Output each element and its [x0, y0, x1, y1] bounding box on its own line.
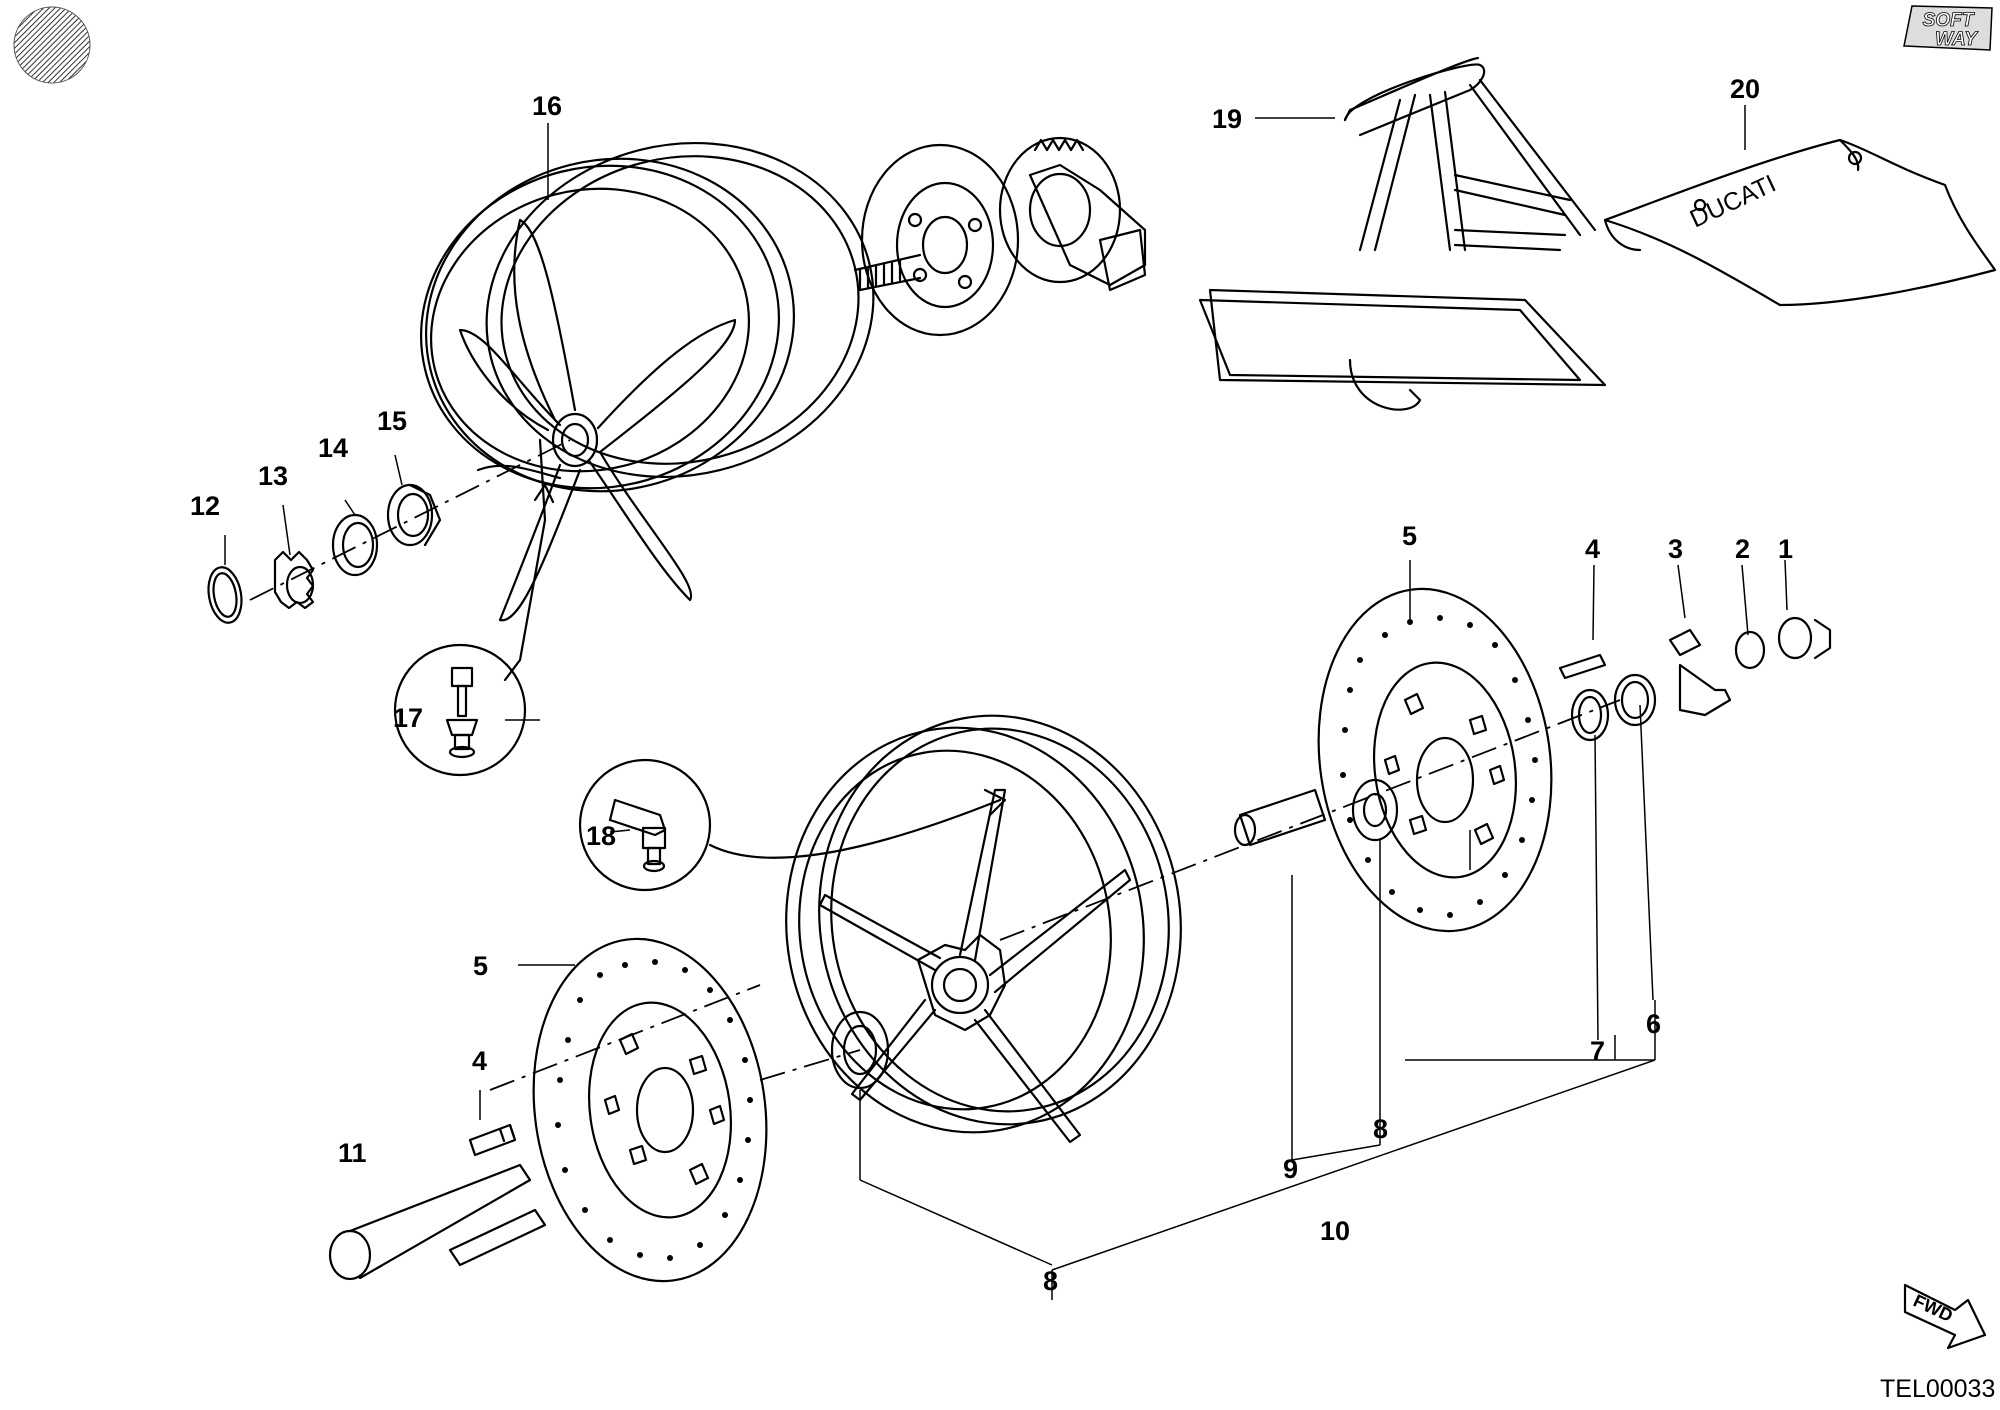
part-label-11: 11: [338, 1138, 367, 1168]
drawing-code: TEL00033: [1880, 1375, 1995, 1403]
front-brake-disc-left: [489, 937, 768, 1283]
part-label-4-left: 4: [472, 1046, 487, 1076]
svg-text:WAY: WAY: [1935, 29, 1979, 50]
part-label-19: 19: [1212, 104, 1242, 134]
valve-callout-18: [578, 758, 1007, 892]
paddock-stand: [1198, 56, 1607, 411]
front-wheel: [759, 699, 1621, 1144]
part-label-16: 16: [532, 91, 562, 121]
part-label-15: 15: [377, 406, 407, 436]
part-label-8-right: 8: [1373, 1114, 1388, 1144]
part-label-14: 14: [318, 433, 348, 463]
leader-lines: [224, 105, 1788, 1300]
part-label-3: 3: [1668, 534, 1683, 564]
part-label-8-bottom: 8: [1043, 1266, 1058, 1296]
part-label-20: 20: [1730, 74, 1760, 104]
rear-hub-sprocket: [853, 136, 1147, 337]
svg-text:SOFT: SOFT: [1923, 10, 1975, 31]
part-label-13: 13: [258, 461, 288, 491]
rear-wheel: [420, 141, 875, 622]
part-label-4-right: 4: [1585, 534, 1600, 564]
part-label-5-left: 5: [473, 951, 488, 981]
part-label-18: 18: [586, 821, 616, 851]
hatched-circle-icon: [13, 6, 91, 84]
forward-arrow-icon: FWD: [1903, 1283, 1987, 1350]
part-label-6: 6: [1646, 1009, 1661, 1039]
rear-axle-small-parts: [207, 439, 571, 624]
softway-logo: SOFT WAY: [1903, 5, 1993, 51]
part-label-1: 1: [1778, 534, 1793, 564]
part-label-10: 10: [1320, 1216, 1350, 1246]
part-label-2: 2: [1735, 534, 1750, 564]
tarp-print: DUCATI: [1686, 170, 1780, 234]
part-label-7: 7: [1590, 1036, 1605, 1066]
front-axle-parts: [328, 616, 1832, 1281]
valve-callout-17: [393, 438, 555, 777]
part-label-17: 17: [393, 703, 423, 733]
front-brake-disc-right: [1317, 587, 1553, 933]
part-label-9: 9: [1283, 1154, 1298, 1184]
part-label-12: 12: [190, 491, 220, 521]
part-label-5-right: 5: [1402, 521, 1417, 551]
cover-tarp: DUCATI: [1603, 138, 1997, 307]
